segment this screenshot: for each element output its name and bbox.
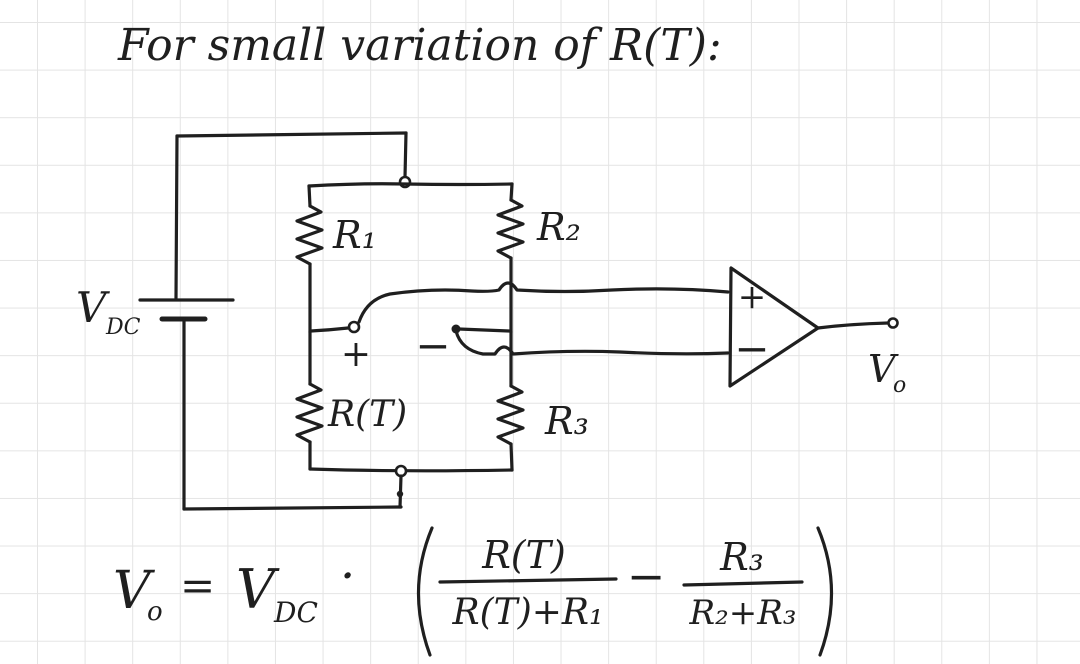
formula-frac2-bar [682, 580, 804, 587]
formula-vo-sub: o [147, 597, 163, 627]
wire-left-mid-tap [309, 326, 350, 333]
wire-r1-top [307, 184, 312, 208]
output-terminal [887, 317, 899, 329]
wire-bridge-bottom [308, 467, 514, 473]
formula-minus: − [627, 549, 666, 603]
r1-label: R₁ [332, 213, 377, 257]
r2-label: R₂ [536, 205, 581, 249]
opamp-symbol [728, 266, 820, 388]
resistor-rt [295, 382, 324, 444]
wire-bottom-rail [182, 505, 403, 511]
wire-r2-top [509, 182, 514, 202]
resistor-r2 [496, 198, 525, 260]
r3-label: R₃ [544, 399, 589, 443]
formula-frac1-den: R(T)+R₁ [452, 592, 604, 633]
bridge-plus-label: + [341, 334, 371, 375]
resistor-r3 [496, 384, 525, 446]
formula-vo: V [113, 561, 155, 621]
source-label: V [76, 283, 110, 332]
bottom-junction-dot [396, 490, 404, 498]
formula-equals: = [180, 561, 215, 610]
wire-top-node-drop [403, 131, 408, 179]
opamp-minus-label: − [734, 324, 769, 373]
minus-tap-dot [451, 324, 461, 334]
wire-top-rail [175, 131, 408, 138]
output-label: V [868, 347, 899, 391]
bridge-minus-label: − [415, 321, 450, 370]
wire-plus-input [357, 281, 730, 324]
rt-label: R(T) [327, 394, 407, 435]
formula: V o = V DC · R(T) R(T)+R₁ − R₃ R₂+R₃ [113, 526, 834, 657]
wire-left-upper [174, 134, 179, 300]
formula-dot: · [340, 548, 355, 604]
output-label-sub: o [893, 373, 906, 398]
formula-vdc: V [236, 558, 280, 621]
wire-minus-input [454, 329, 730, 356]
wire-bridge-top [307, 182, 514, 188]
wire-right-mid-tap [457, 327, 511, 333]
formula-frac1-bar [438, 577, 618, 584]
resistor-r1 [295, 204, 324, 266]
formula-vdc-sub: DC [273, 596, 318, 629]
opamp-plus-label: + [738, 277, 767, 317]
source-label-sub: DC [105, 315, 141, 340]
formula-close-paren [816, 526, 834, 657]
wire-output [816, 321, 890, 330]
formula-open-paren [416, 526, 434, 657]
formula-frac1-num: R(T) [481, 533, 566, 577]
title-text: For small variation of R(T): [117, 20, 722, 71]
formula-frac2-num: R₃ [719, 535, 764, 579]
wire-r3-bottom [509, 442, 514, 472]
formula-frac2-den: R₂+R₃ [689, 593, 797, 633]
left-mid-node [347, 320, 361, 334]
